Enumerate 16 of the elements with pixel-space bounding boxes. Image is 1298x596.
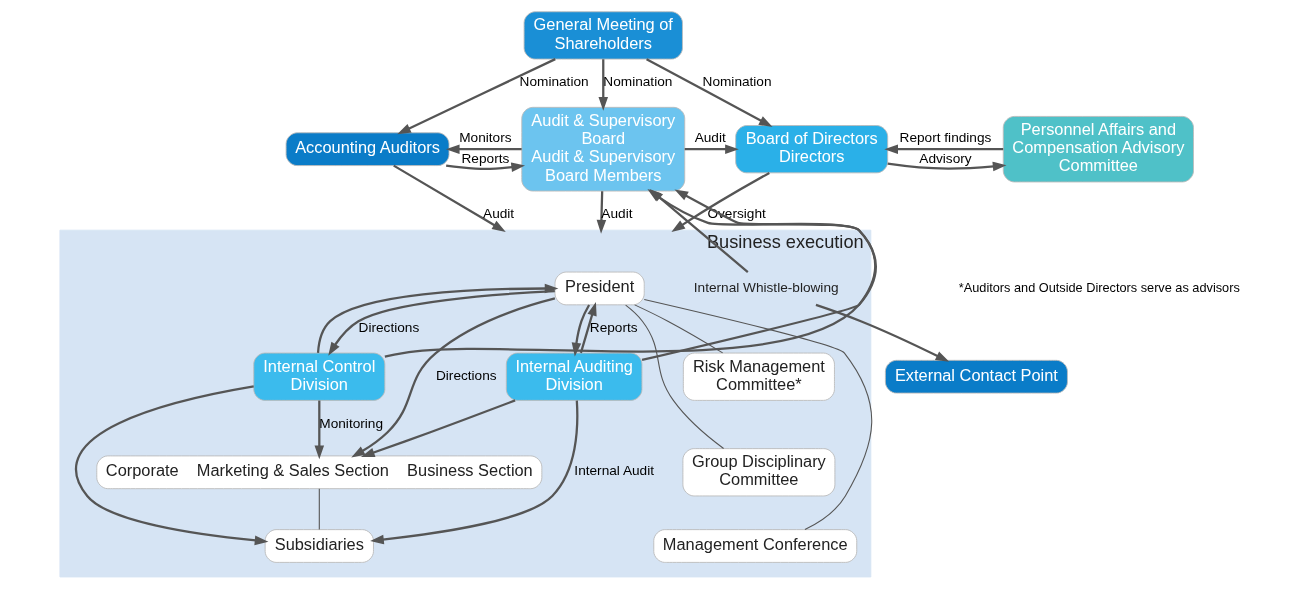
edge-label: Internal Audit: [574, 463, 655, 479]
edge-label: Audit: [694, 129, 726, 145]
edge-label: Advisory: [919, 150, 972, 166]
label: *Auditors and Outside Directors serve as advisors: [958, 279, 1240, 295]
node-text: Internal Whistle-blowing: [693, 279, 839, 295]
edge-label: Monitoring: [319, 415, 384, 431]
edge-label: Reports: [461, 150, 510, 166]
edge-label: Report findings: [899, 129, 992, 145]
edge-label: Nomination: [702, 74, 772, 90]
edge-label: Monitors: [459, 129, 512, 145]
edge-label: Audit: [483, 206, 515, 222]
edge-label: Directions: [435, 367, 497, 383]
edge-label: Nomination: [603, 74, 673, 90]
edge-label: Nomination: [519, 74, 589, 90]
edge-label: Directions: [358, 320, 420, 336]
edge-label: Reports: [589, 320, 638, 336]
